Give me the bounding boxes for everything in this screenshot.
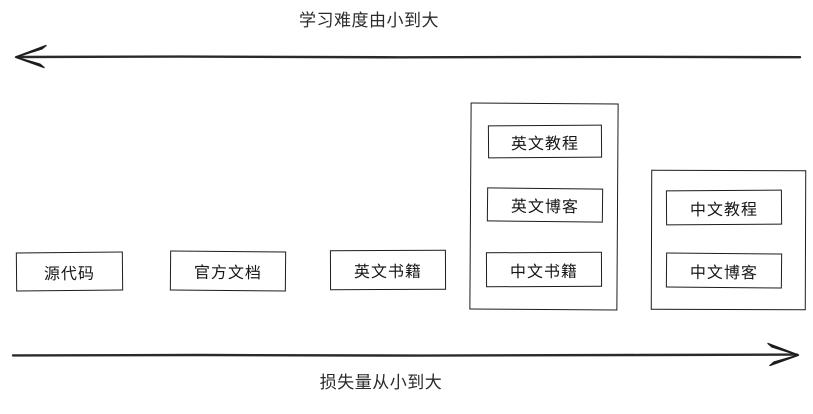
- node-official-docs[interactable]: 官方文档: [169, 250, 287, 292]
- node-english-books[interactable]: 英文书籍: [329, 249, 447, 291]
- node-chinese-blog[interactable]: 中文博客: [665, 252, 783, 289]
- top-axis-arrow: [14, 44, 802, 69]
- bottom-axis-arrow: [11, 342, 800, 367]
- bottom-axis-label: 损失量从小到大: [319, 373, 443, 393]
- node-source-code[interactable]: 源代码: [15, 251, 124, 292]
- node-chinese-books[interactable]: 中文书籍: [485, 251, 603, 288]
- node-english-tutorial[interactable]: 英文教程: [487, 124, 603, 159]
- node-english-blog[interactable]: 英文博客: [486, 187, 604, 223]
- top-axis-label: 学习难度由小到大: [299, 11, 439, 31]
- node-chinese-tutorial[interactable]: 中文教程: [665, 189, 783, 226]
